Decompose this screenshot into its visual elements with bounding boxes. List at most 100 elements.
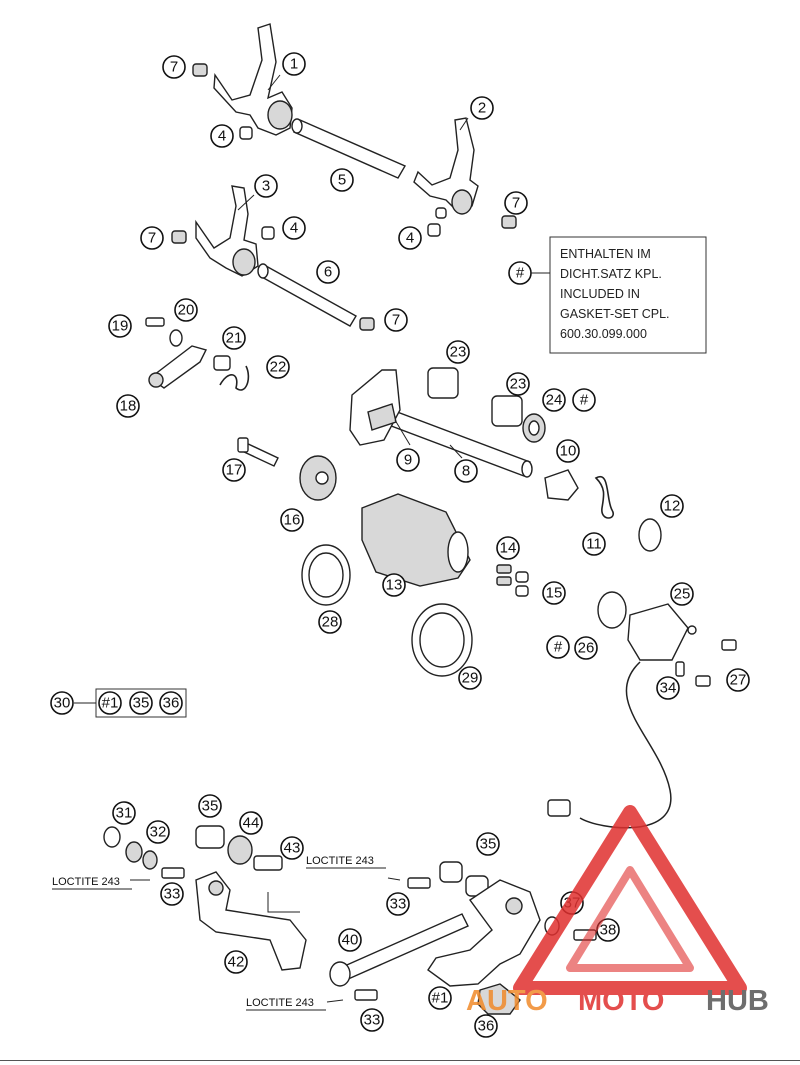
screw-17 — [237, 437, 279, 467]
callout-32: 32 — [146, 820, 170, 844]
callout-layer: 1234445677778910111213141516171819202122… — [50, 52, 750, 1038]
bearing-29 — [411, 603, 473, 677]
gear-sensor-25 — [547, 603, 697, 829]
callout-label: 36 — [163, 695, 180, 712]
callout-label: 18 — [120, 398, 137, 415]
callout-33: 33 — [386, 892, 410, 916]
callout-label: 43 — [284, 840, 301, 857]
callout-circle — [670, 582, 694, 606]
callout-circle — [146, 820, 170, 844]
callout-label: 7 — [392, 312, 400, 329]
note-symbol: # — [516, 265, 525, 282]
callout-31: 31 — [112, 801, 136, 825]
bearings-23 — [427, 367, 523, 427]
callout-22: 22 — [266, 355, 290, 379]
callout-circle — [396, 448, 420, 472]
callout-circle — [470, 96, 494, 120]
callout-29: 29 — [458, 666, 482, 690]
callout-label: 40 — [342, 932, 359, 949]
callout-label: 5 — [338, 172, 346, 189]
callout-15: 15 — [542, 581, 566, 605]
callout-circle — [159, 691, 183, 715]
callout-circle — [140, 226, 164, 250]
callout-label: 1 — [290, 56, 298, 73]
callout-circle — [454, 459, 478, 483]
callout-20: 20 — [174, 298, 198, 322]
callout-11: 11 — [582, 532, 606, 556]
callout-label: 32 — [150, 824, 167, 841]
callout-circle — [160, 882, 184, 906]
callout-16: 16 — [280, 508, 304, 532]
screws-27 — [695, 639, 737, 687]
shift-lever-42 — [195, 871, 307, 971]
callout-label: 4 — [218, 128, 226, 145]
callout-44: 44 — [239, 811, 263, 835]
callout-2: 2 — [470, 96, 494, 120]
spring-22 — [219, 365, 250, 391]
callout-circle — [112, 801, 136, 825]
callout-label: 9 — [404, 452, 412, 469]
callout-7: 7 — [140, 226, 164, 250]
callout-7: 7 — [384, 308, 408, 332]
callout-label: 7 — [148, 230, 156, 247]
callout-circle — [162, 55, 186, 79]
callout-label: 16 — [284, 512, 301, 529]
callout-23: 23 — [446, 340, 470, 364]
callout-label: 33 — [364, 1012, 381, 1029]
callout-circle — [496, 536, 520, 560]
callout-circle — [198, 794, 222, 818]
loctite-labels: LOCTITE 243 LOCTITE 243 LOCTITE 243 — [52, 855, 386, 1011]
loctite-label-1: LOCTITE 243 — [52, 876, 120, 888]
callout-circle — [280, 836, 304, 860]
callout-34: 34 — [656, 676, 680, 700]
callout-9: 9 — [396, 448, 420, 472]
watermark-text-b: MOTO — [578, 985, 664, 1017]
callout-label: 6 — [324, 264, 332, 281]
callout-18: 18 — [116, 394, 140, 418]
washer-32 — [125, 841, 158, 870]
callout-40: 40 — [338, 928, 362, 952]
bearing-28 — [301, 544, 351, 606]
callout-3: 3 — [254, 174, 278, 198]
shift-drum-star-16 — [299, 455, 337, 501]
callout-circle — [222, 326, 246, 350]
callout-label: 35 — [202, 798, 219, 815]
callout-circle — [330, 168, 354, 192]
callout-label: 22 — [270, 359, 287, 376]
callout-19: 19 — [108, 314, 132, 338]
callout-circle — [574, 636, 598, 660]
callout-label: 29 — [462, 670, 479, 687]
screw-19 — [145, 317, 165, 327]
callout-label: 17 — [226, 462, 243, 479]
callout-label: 11 — [586, 536, 602, 553]
callout-33: 33 — [360, 1008, 384, 1032]
callout-circle — [360, 1008, 384, 1032]
callout-circle — [384, 308, 408, 332]
callout-label: 28 — [322, 614, 339, 631]
watermark-text-a: AUTO — [466, 985, 548, 1017]
callout-circle — [316, 260, 340, 284]
callout-label: 25 — [674, 586, 691, 603]
callout-circle — [446, 340, 470, 364]
callout-35: 35 — [129, 691, 153, 715]
callout-circle — [174, 298, 198, 322]
callout-42: 42 — [224, 950, 248, 974]
callout-circle — [542, 388, 566, 412]
callout-23: 23 — [506, 372, 530, 396]
bushing-34 — [675, 661, 685, 677]
callout-label: 35 — [480, 836, 497, 853]
callout-circle — [318, 610, 342, 634]
bushing-35-a — [195, 825, 225, 849]
callout-circle — [582, 532, 606, 556]
callout-4: 4 — [398, 226, 422, 250]
pedal-rubber-36 — [477, 983, 521, 1015]
seal-44 — [227, 835, 253, 865]
callout-label: 4 — [290, 220, 298, 237]
note-line-1: ENTHALTEN IM — [560, 247, 651, 261]
callout-14: 14 — [496, 536, 520, 560]
callout-21: 21 — [222, 326, 246, 350]
callout-circle — [222, 458, 246, 482]
linkage-rod-40 — [329, 913, 469, 987]
callout-label: 44 — [243, 815, 260, 832]
